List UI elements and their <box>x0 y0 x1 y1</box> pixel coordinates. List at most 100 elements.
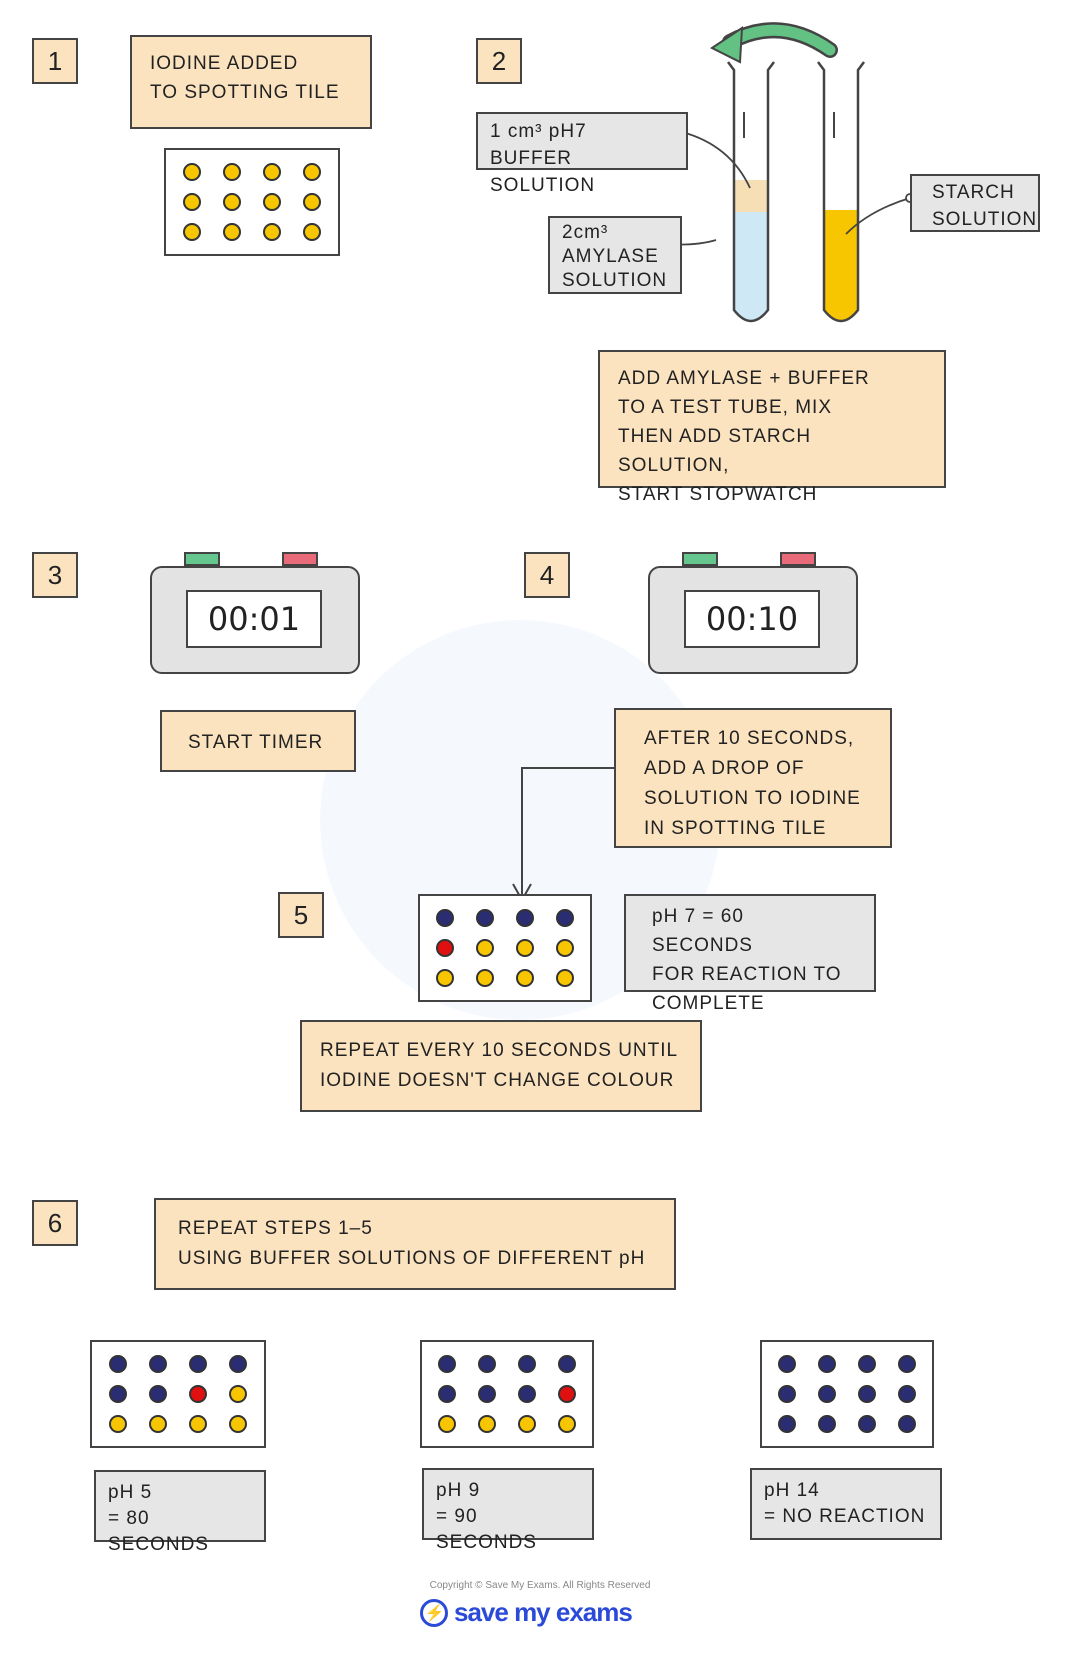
step-3-note: START TIMER <box>160 710 356 772</box>
ph7-result-note: pH 7 = 60 SECONDS FOR REACTION TO COMPLE… <box>624 894 876 1014</box>
tube-amylase-liquid <box>734 210 768 321</box>
iodine-dot-yellow <box>223 163 241 181</box>
stopwatch-start-button <box>682 552 718 566</box>
step-6-note: REPEAT STEPS 1–5 USING BUFFER SOLUTIONS … <box>154 1198 676 1290</box>
stopwatch-stop-button <box>282 552 318 566</box>
spotting-tile-ph7 <box>418 894 592 1002</box>
tube-starch-liquid <box>824 210 858 321</box>
step-1-badge: 1 <box>32 38 78 84</box>
stopwatch-start-button <box>184 552 220 566</box>
amylase-solution-label: 2cm³ AMYLASE SOLUTION <box>548 216 682 294</box>
iodine-dot-yellow <box>229 1385 247 1403</box>
step-3-badge: 3 <box>32 552 78 598</box>
step-6-badge: 6 <box>32 1200 78 1246</box>
iodine-dot-blue-black <box>438 1355 456 1373</box>
spotting-tile-ph14 <box>760 1340 934 1448</box>
step-2-note: ADD AMYLASE + BUFFER TO A TEST TUBE, MIX… <box>598 350 946 505</box>
step-1-note: IODINE ADDED TO SPOTTING TILE <box>130 35 372 129</box>
iodine-dot-blue-black <box>556 909 574 927</box>
ph5-result-label: pH 5 = 80 SECONDS <box>94 1470 266 1555</box>
stopwatch-display: 00:10 <box>684 590 820 648</box>
iodine-dot-yellow <box>109 1415 127 1433</box>
iodine-dot-yellow <box>518 1415 536 1433</box>
iodine-dot-yellow <box>303 193 321 211</box>
iodine-dot-blue-black <box>898 1385 916 1403</box>
iodine-dot-blue-black <box>818 1355 836 1373</box>
drop-arrow <box>512 767 614 903</box>
iodine-dot-yellow <box>263 163 281 181</box>
stopwatch-stop-button <box>780 552 816 566</box>
iodine-dot-red <box>189 1385 207 1403</box>
iodine-dot-yellow <box>229 1415 247 1433</box>
iodine-dot-blue-black <box>778 1385 796 1403</box>
iodine-dot-blue-black <box>858 1385 876 1403</box>
iodine-dot-yellow <box>303 223 321 241</box>
iodine-dot-yellow <box>263 193 281 211</box>
starch-solution-label: STARCH SOLUTION <box>910 174 1040 232</box>
iodine-dot-yellow <box>263 223 281 241</box>
iodine-dot-yellow <box>436 969 454 987</box>
iodine-dot-yellow <box>183 163 201 181</box>
step-4-badge: 4 <box>524 552 570 598</box>
iodine-dot-blue-black <box>476 909 494 927</box>
iodine-dot-blue-black <box>898 1415 916 1433</box>
step-4-note: AFTER 10 SECONDS, ADD A DROP OF SOLUTION… <box>614 708 892 848</box>
spotting-tile-ph5 <box>90 1340 266 1448</box>
step-2-badge: 2 <box>476 38 522 84</box>
brand-logo: ⚡ save my exams <box>420 1597 633 1628</box>
iodine-dot-blue-black <box>818 1385 836 1403</box>
iodine-dot-yellow <box>558 1415 576 1433</box>
step-5-badge: 5 <box>278 892 324 938</box>
spotting-tile-ph9 <box>420 1340 594 1448</box>
iodine-dot-yellow <box>223 193 241 211</box>
iodine-dot-blue-black <box>898 1355 916 1373</box>
iodine-dot-yellow <box>223 223 241 241</box>
iodine-dot-blue-black <box>518 1385 536 1403</box>
iodine-dot-yellow <box>516 939 534 957</box>
iodine-dot-blue-black <box>858 1355 876 1373</box>
brand-name: save my exams <box>454 1597 633 1627</box>
iodine-dot-yellow <box>183 193 201 211</box>
iodine-dot-blue-black <box>109 1355 127 1373</box>
iodine-dot-yellow <box>478 1415 496 1433</box>
copyright-text: Copyright © Save My Exams. All Rights Re… <box>429 1580 651 1591</box>
test-tubes-diagram <box>637 22 915 323</box>
starch-pointer <box>845 197 911 235</box>
iodine-dot-blue-black <box>558 1355 576 1373</box>
iodine-dot-blue-black <box>516 909 534 927</box>
iodine-dot-yellow <box>183 223 201 241</box>
iodine-dot-blue-black <box>109 1385 127 1403</box>
stopwatch-display: 00:01 <box>186 590 322 648</box>
iodine-dot-yellow <box>303 163 321 181</box>
step-5-note: REPEAT EVERY 10 SECONDS UNTIL IODINE DOE… <box>300 1020 702 1112</box>
stopwatch-step-3: 00:01 <box>150 552 360 674</box>
iodine-dot-yellow <box>189 1415 207 1433</box>
iodine-dot-blue-black <box>858 1415 876 1433</box>
iodine-dot-yellow <box>556 939 574 957</box>
buffer-pointer <box>681 131 751 189</box>
spotting-tile-initial <box>164 148 340 256</box>
iodine-dot-blue-black <box>778 1415 796 1433</box>
tube-left <box>727 61 775 323</box>
tube-buffer-liquid <box>734 180 768 212</box>
tube-right <box>817 61 865 323</box>
iodine-dot-blue-black <box>436 909 454 927</box>
iodine-dot-red <box>436 939 454 957</box>
stopwatch-step-4: 00:10 <box>648 552 858 674</box>
iodine-dot-blue-black <box>229 1355 247 1373</box>
iodine-dot-blue-black <box>438 1385 456 1403</box>
iodine-dot-blue-black <box>518 1355 536 1373</box>
iodine-dot-yellow <box>438 1415 456 1433</box>
iodine-dot-yellow <box>516 969 534 987</box>
iodine-dot-blue-black <box>778 1355 796 1373</box>
ph9-result-label: pH 9 = 90 SECONDS <box>422 1468 594 1553</box>
iodine-dot-yellow <box>476 939 494 957</box>
iodine-dot-red <box>558 1385 576 1403</box>
iodine-dot-blue-black <box>149 1355 167 1373</box>
iodine-dot-blue-black <box>478 1385 496 1403</box>
iodine-dot-blue-black <box>189 1355 207 1373</box>
iodine-dot-blue-black <box>478 1355 496 1373</box>
iodine-dot-blue-black <box>149 1385 167 1403</box>
iodine-dot-yellow <box>149 1415 167 1433</box>
iodine-dot-blue-black <box>818 1415 836 1433</box>
